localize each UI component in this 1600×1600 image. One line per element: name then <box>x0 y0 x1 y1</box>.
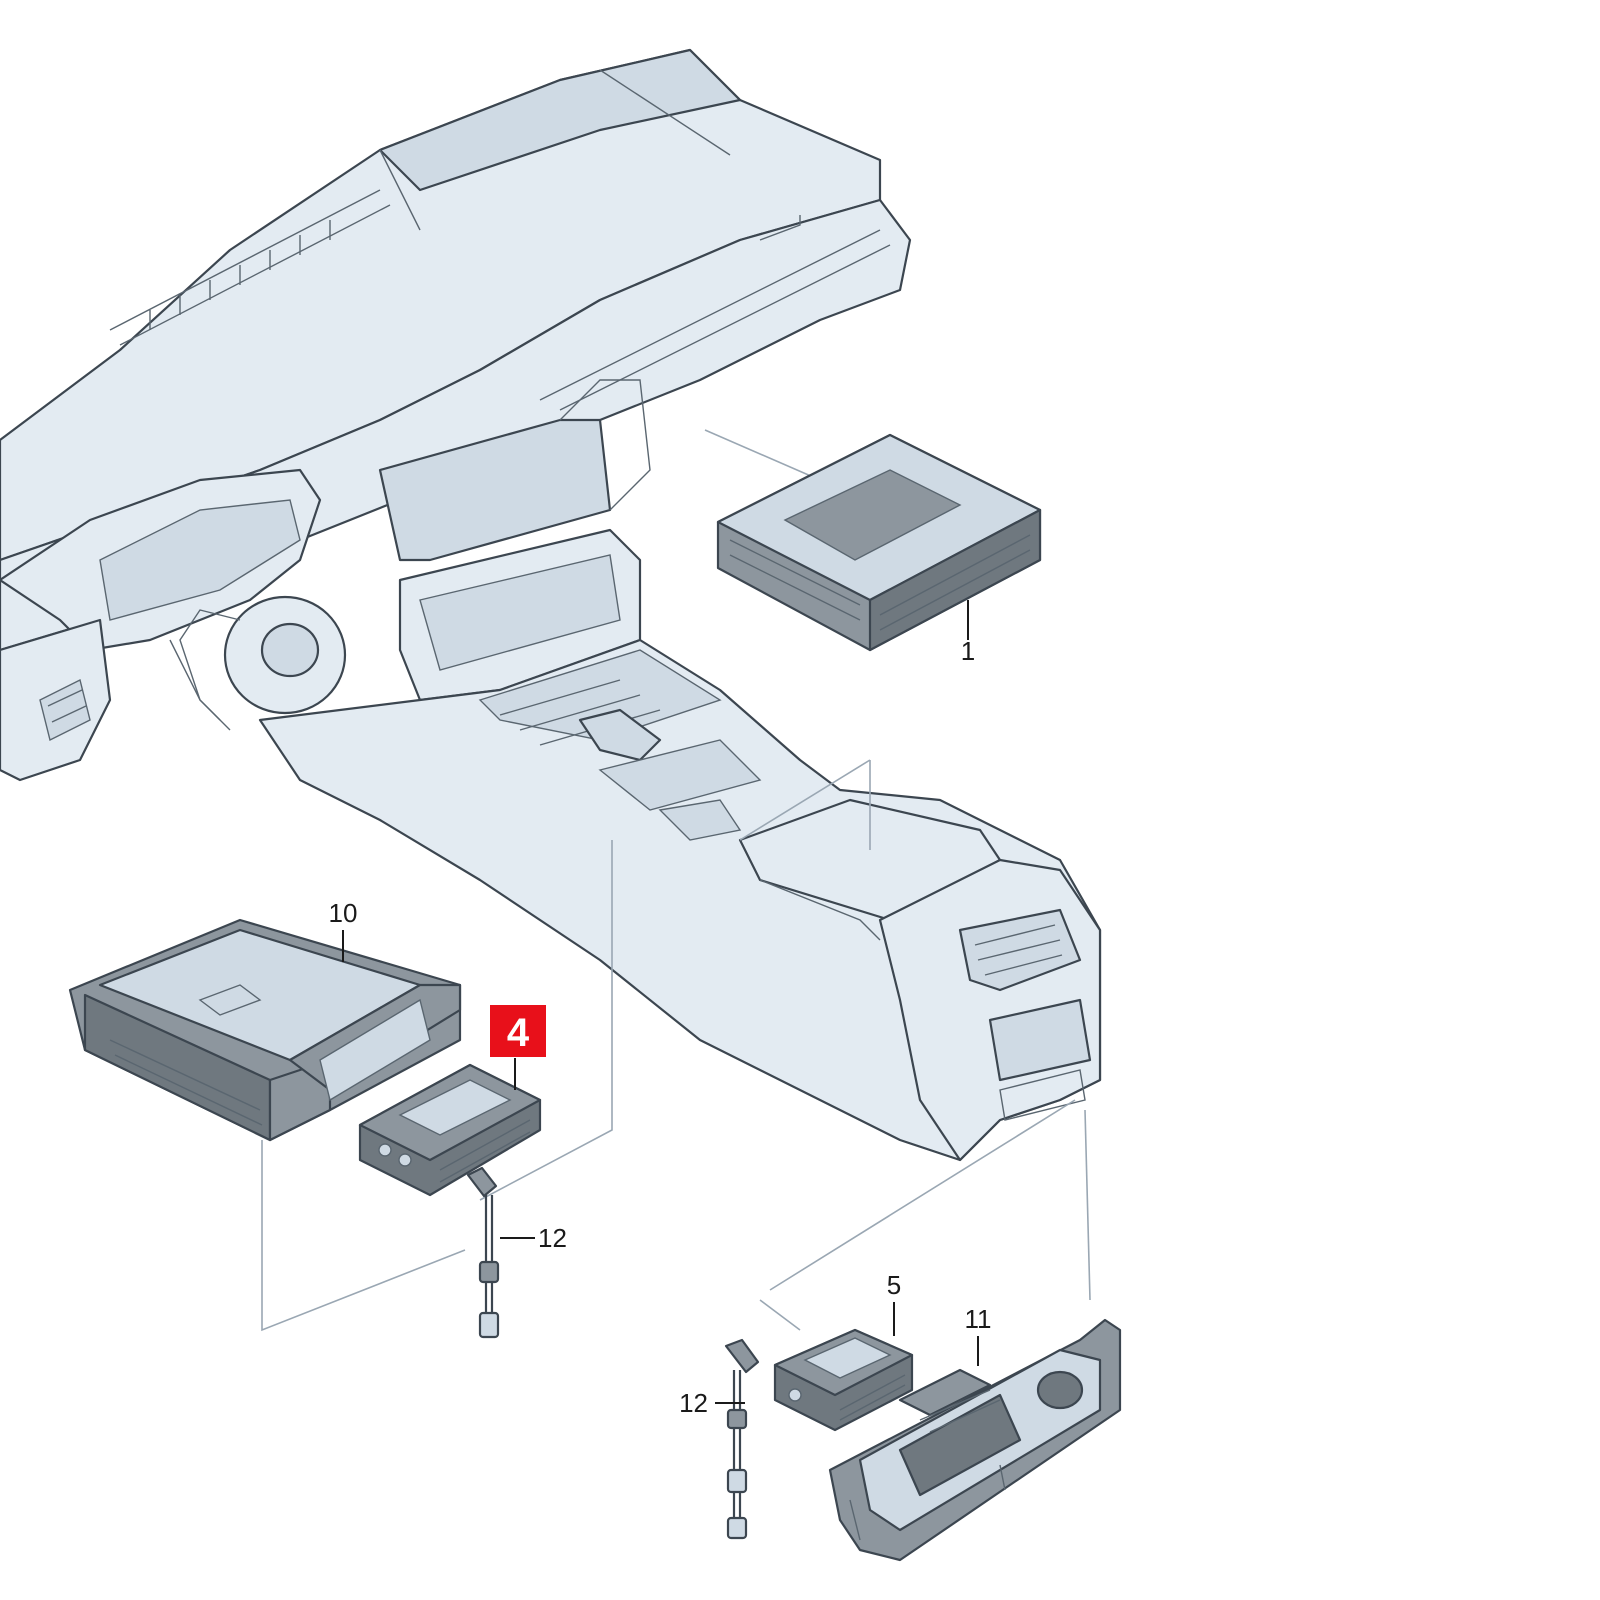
callout-4: 4 <box>507 1011 530 1055</box>
callout-11: 11 <box>965 1304 992 1334</box>
part-4-module <box>358 1063 542 1197</box>
part-12-cable-lower <box>724 1338 760 1540</box>
callout-12-lower: 12 <box>679 1388 708 1418</box>
dashboard-illustration <box>0 48 912 782</box>
leader-lines <box>342 600 979 1404</box>
part-5-module <box>773 1328 914 1432</box>
part-10-tray <box>68 918 462 1142</box>
callout-12-upper: 12 <box>538 1223 567 1253</box>
callout-10: 10 <box>329 898 358 928</box>
part-12-cable-upper <box>466 1166 500 1339</box>
part-11-cover <box>828 1318 1122 1562</box>
callout-1: 1 <box>961 636 975 666</box>
assembly-lines <box>261 429 1091 1332</box>
callout-4-box <box>490 1005 546 1057</box>
center-console-illustration <box>258 638 1102 1162</box>
part-1-head-unit <box>716 433 1042 652</box>
callout-5: 5 <box>887 1270 901 1300</box>
callout-4-highlight: 4 <box>490 1005 546 1057</box>
